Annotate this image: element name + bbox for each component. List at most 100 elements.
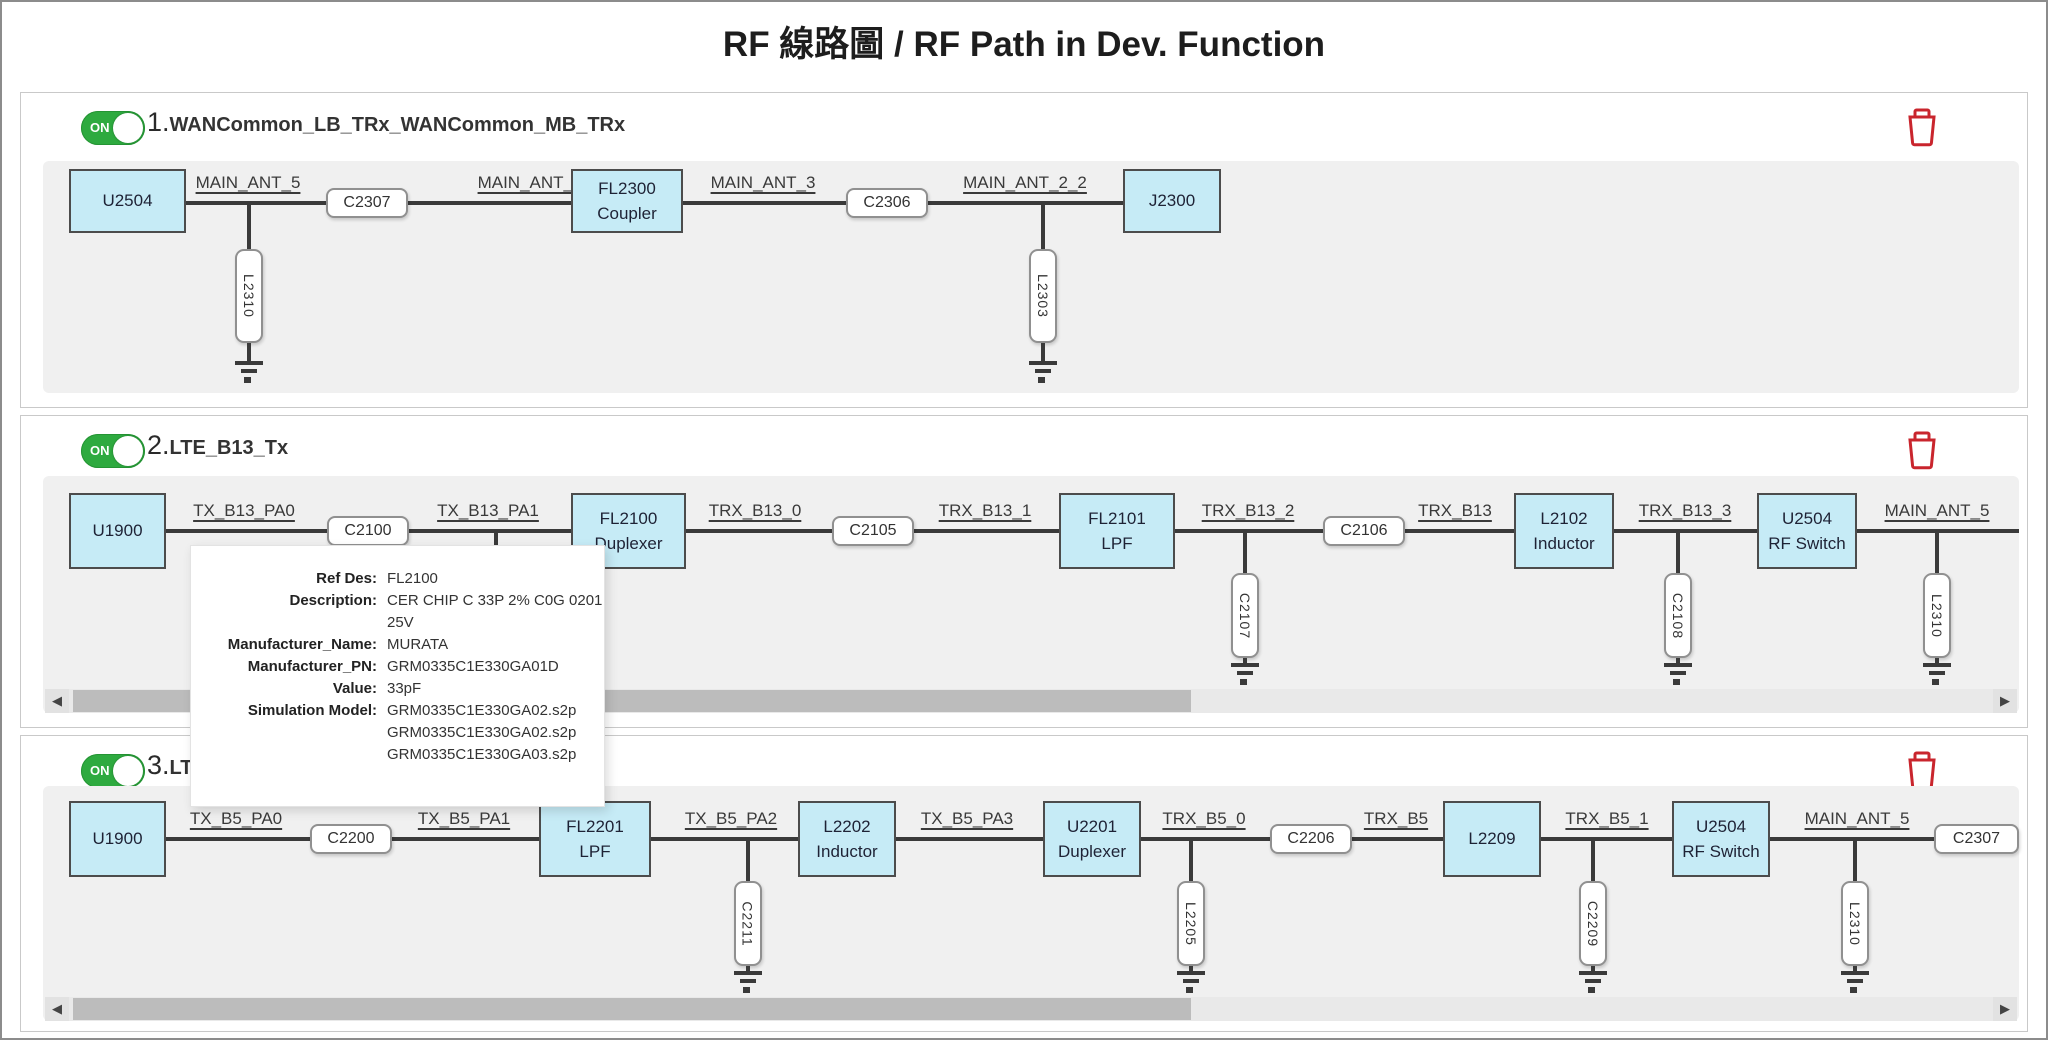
section-1-toggle[interactable]: ON — [81, 111, 145, 145]
wire — [1853, 841, 1857, 881]
wire — [1591, 966, 1595, 974]
trash-icon — [1908, 108, 1936, 147]
shunt-L2303[interactable]: L2303 — [1029, 249, 1057, 343]
ground-icon — [1177, 971, 1205, 997]
ic-label: L2209 — [1468, 829, 1516, 849]
trash-icon — [1908, 431, 1936, 470]
ic-U2201[interactable]: U2201 Duplexer — [1043, 801, 1141, 877]
ic-sublabel: Duplexer — [1057, 842, 1127, 861]
scroll-right-arrow-icon[interactable]: ▶ — [1993, 997, 2017, 1021]
shunt-C2209[interactable]: C2209 — [1579, 881, 1607, 966]
toggle-knob — [113, 436, 143, 466]
cap-C2206[interactable]: C2206 — [1270, 824, 1352, 854]
shunt-L2310[interactable]: L2310 — [1923, 573, 1951, 658]
ic-FL2201[interactable]: FL2201 LPF — [539, 801, 651, 877]
net-TX_B13_PA1: TX_B13_PA1 — [437, 501, 539, 520]
section-name: LTE_B13_Tx — [169, 437, 289, 459]
ic-L2102[interactable]: L2102 Inductor — [1514, 493, 1614, 569]
wire — [1591, 841, 1595, 881]
ground-icon — [1579, 971, 1607, 997]
shunt-C2108[interactable]: C2108 — [1664, 573, 1692, 658]
cap-C2307[interactable]: C2307 — [1934, 824, 2019, 854]
scrollbar-thumb[interactable] — [73, 998, 1191, 1020]
cap-C2306[interactable]: C2306 — [846, 188, 928, 218]
section-2-toggle[interactable]: ON — [81, 434, 145, 468]
ic-L2202[interactable]: L2202 Inductor — [798, 801, 896, 877]
tooltip-label: Description: — [289, 592, 377, 609]
ic-label: U1900 — [92, 829, 143, 849]
net-MAIN_ANT_5: MAIN_ANT_5 — [195, 173, 301, 192]
ic-U1900[interactable]: U1900 — [69, 801, 166, 877]
cap-C2307[interactable]: C2307 — [326, 188, 408, 218]
shunt-L2205[interactable]: L2205 — [1177, 881, 1205, 966]
cap-C2200[interactable]: C2200 — [310, 824, 392, 854]
net-TX_B13_PA0: TX_B13_PA0 — [193, 501, 295, 520]
ic-J2300[interactable]: J2300 — [1123, 169, 1221, 233]
ic-FL2101[interactable]: FL2101 LPF — [1059, 493, 1175, 569]
tooltip-label: Manufacturer_PN: — [247, 658, 377, 675]
tooltip-value: FL2100 — [387, 570, 438, 587]
ground-icon — [1029, 361, 1057, 387]
ic-U2504[interactable]: U2504 — [69, 169, 186, 233]
wire — [1041, 343, 1045, 361]
wire — [1189, 841, 1193, 881]
ic-label: U2504 — [102, 191, 153, 211]
ic-label: U1900 — [92, 521, 143, 541]
tooltip-row: Description: CER CHIP C 33P 2% C0G 0201 … — [207, 590, 602, 634]
section-card-1: ON 1.WANCommon_LB_TRx_WANCommon_MB_TRx U… — [20, 92, 2028, 408]
toggle-on-label: ON — [90, 443, 110, 458]
ic-FL2300[interactable]: FL2300 Coupler — [571, 169, 683, 233]
scroll-left-arrow-icon[interactable]: ◀ — [45, 997, 69, 1021]
ic-sublabel: Duplexer — [594, 534, 663, 553]
ic-sublabel: Inductor — [816, 842, 878, 861]
cap-C2105[interactable]: C2105 — [832, 516, 914, 546]
section-number: 1. — [147, 107, 170, 137]
tooltip-value: GRM0335C1E330GA01D — [387, 658, 559, 675]
net-MAIN_ANT_3: MAIN_ANT_3 — [710, 173, 816, 192]
ic-sublabel: RF Switch — [1768, 534, 1846, 553]
horizontal-scrollbar[interactable]: ◀ ▶ — [45, 997, 2017, 1021]
ic-label: J2300 — [1148, 191, 1196, 211]
ic-sublabel: LPF — [1101, 534, 1133, 553]
ic-U2504-switch[interactable]: U2504 RF Switch — [1757, 493, 1857, 569]
tooltip-row: Manufacturer_PN: GRM0335C1E330GA01D — [207, 656, 588, 678]
section-3-delete-button[interactable] — [1905, 750, 1939, 790]
trash-icon — [1908, 751, 1936, 790]
net-TRX_B5: TRX_B5 — [1363, 809, 1429, 828]
wire — [1853, 966, 1857, 974]
wire — [1935, 658, 1939, 666]
section-1-delete-button[interactable] — [1905, 107, 1939, 147]
shunt-L2310[interactable]: L2310 — [1841, 881, 1869, 966]
toggle-on-label: ON — [90, 763, 110, 778]
net-TRX_B13_3: TRX_B13_3 — [1638, 501, 1732, 520]
net-TX_B5_PA1: TX_B5_PA1 — [417, 809, 511, 828]
section-2-delete-button[interactable] — [1905, 430, 1939, 470]
cap-C2100[interactable]: C2100 — [327, 516, 409, 546]
wire — [746, 966, 750, 974]
net-MAIN_ANT_2_2: MAIN_ANT_2_2 — [963, 173, 1087, 192]
scroll-left-arrow-icon[interactable]: ◀ — [45, 689, 69, 713]
tooltip-row: Ref Des: FL2100 — [207, 568, 588, 590]
ic-label: FL2100 — [599, 508, 658, 528]
shunt-C2107[interactable]: C2107 — [1231, 573, 1259, 658]
page-title: RF 線路圖 / RF Path in Dev. Function — [722, 25, 1326, 64]
ground-icon — [1923, 663, 1951, 689]
wire — [1041, 205, 1045, 249]
scroll-right-arrow-icon[interactable]: ▶ — [1993, 689, 2017, 713]
shunt-L2310[interactable]: L2310 — [235, 249, 263, 343]
ic-label: U2201 — [1066, 816, 1118, 836]
ic-L2209[interactable]: L2209 — [1443, 801, 1541, 877]
shunt-C2211[interactable]: C2211 — [734, 881, 762, 966]
ground-icon — [1231, 663, 1259, 689]
ic-U1900[interactable]: U1900 — [69, 493, 166, 569]
component-info-tooltip: Ref Des: FL2100 Description: CER CHIP C … — [190, 545, 605, 807]
section-3-toggle[interactable]: ON — [81, 754, 145, 788]
wire — [494, 533, 498, 548]
schematic-canvas-1: U2504 MAIN_ANT_5 L2310 C2307 MAIN_ANT_4 … — [43, 161, 2019, 393]
ic-U2504-switch[interactable]: U2504 RF Switch — [1672, 801, 1770, 877]
tooltip-value: GRM0335C1E330GA02.s2p GRM0335C1E330GA02.… — [387, 702, 577, 763]
ic-label: L2202 — [823, 816, 871, 836]
wire — [1935, 533, 1939, 573]
cap-C2106[interactable]: C2106 — [1323, 516, 1405, 546]
tooltip-row: Simulation Model: GRM0335C1E330GA02.s2p … — [207, 700, 588, 766]
